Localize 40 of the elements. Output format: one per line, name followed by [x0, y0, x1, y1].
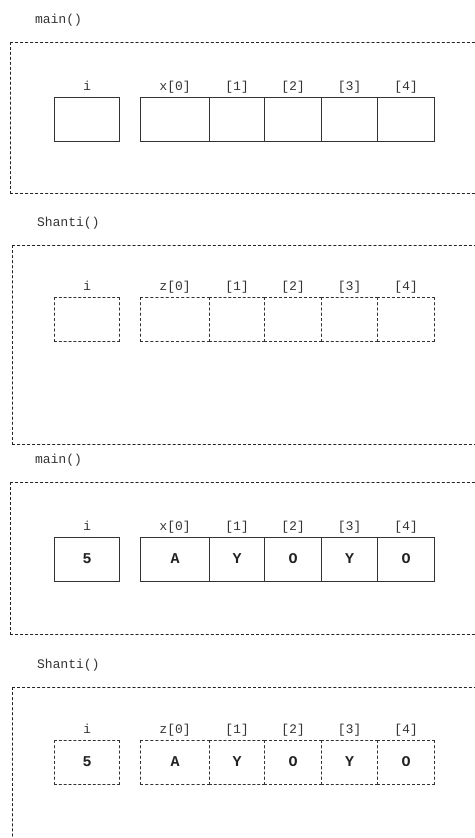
index-label: i	[82, 722, 92, 738]
function-name: main()	[35, 452, 82, 468]
index-label: [2]	[280, 519, 306, 535]
cell-value: Y	[344, 754, 354, 772]
index-label: [3]	[336, 79, 362, 95]
index-label: x[0]	[158, 519, 192, 535]
cell-value: O	[288, 754, 298, 772]
index-label: [4]	[393, 79, 419, 95]
index-label: [1]	[224, 79, 250, 95]
index-label: [1]	[224, 722, 250, 738]
index-label: i	[82, 519, 92, 535]
index-label: [2]	[280, 722, 306, 738]
cell-value: A	[170, 550, 180, 568]
cell-value: A	[170, 754, 180, 772]
index-label: [1]	[224, 519, 250, 535]
index-label: [3]	[336, 519, 362, 535]
cell-value: Y	[232, 550, 242, 568]
cell-value: O	[401, 550, 410, 568]
index-label: i	[82, 79, 92, 95]
function-name: Shanti()	[37, 657, 100, 673]
index-label: [2]	[280, 79, 306, 95]
index-label: [4]	[393, 722, 419, 738]
index-label: [3]	[336, 279, 362, 295]
cell-value: O	[288, 550, 298, 568]
index-label: z[0]	[158, 722, 192, 738]
cell-value: O	[401, 754, 410, 772]
function-name: Shanti()	[37, 215, 100, 231]
index-label: [1]	[224, 279, 250, 295]
index-label: [4]	[393, 279, 419, 295]
index-label: [2]	[280, 279, 306, 295]
index-label: [4]	[393, 519, 419, 535]
cell-value: 5	[82, 754, 92, 772]
cell-value: Y	[232, 754, 242, 772]
index-label: x[0]	[158, 79, 192, 95]
index-label: i	[82, 279, 92, 295]
cell-value: Y	[344, 550, 354, 568]
cell-value: 5	[82, 550, 92, 568]
index-label: z[0]	[158, 279, 192, 295]
index-label: [3]	[336, 722, 362, 738]
function-name: main()	[35, 12, 82, 28]
